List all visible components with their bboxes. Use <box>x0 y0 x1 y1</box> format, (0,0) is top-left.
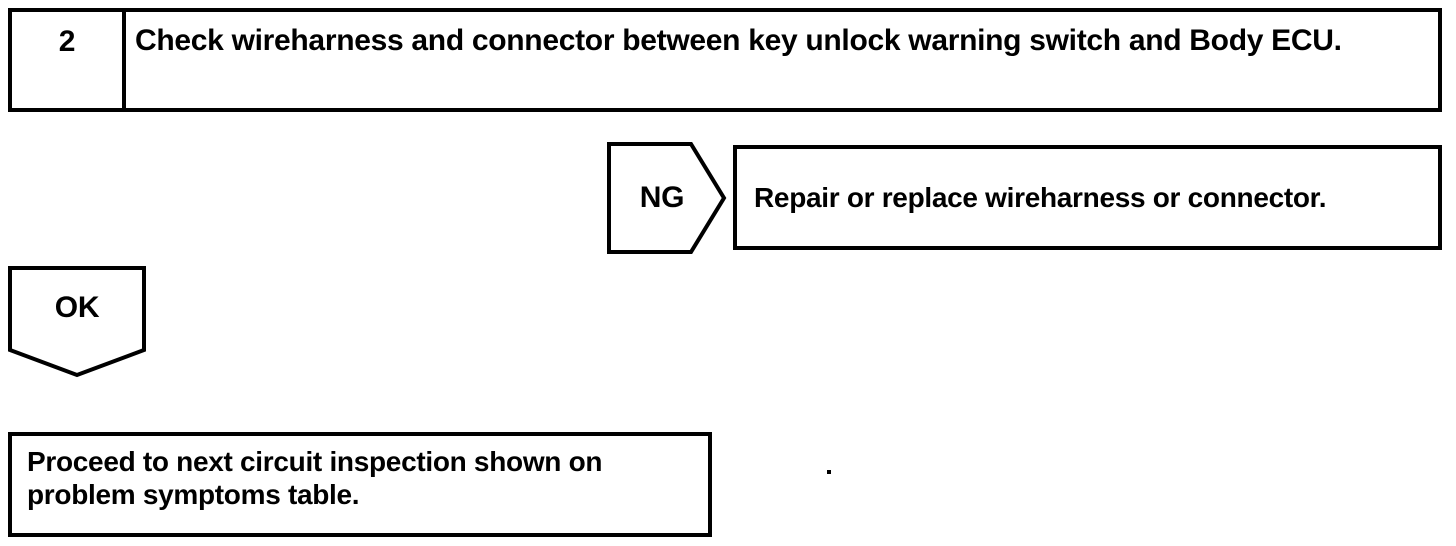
step-instruction: Check wireharness and connector between … <box>126 12 1438 108</box>
ng-label: NG <box>639 181 685 214</box>
step-instruction-text: Check wireharness and connector between … <box>135 24 1342 57</box>
ok-connector: OK <box>8 266 146 378</box>
ok-pointer-shape <box>8 266 146 378</box>
step-box: 2 Check wireharness and connector betwee… <box>8 8 1442 112</box>
ng-result-box: Repair or replace wireharness or connect… <box>733 145 1442 250</box>
ng-connector: NG <box>607 142 727 254</box>
ok-result-box: Proceed to next circuit inspection shown… <box>8 432 712 537</box>
scan-artifact-dot <box>827 470 831 474</box>
ng-result-text: Repair or replace wireharness or connect… <box>754 181 1327 213</box>
ok-label: OK <box>54 291 100 324</box>
ok-result-text: Proceed to next circuit inspection shown… <box>27 446 603 510</box>
step-number: 2 <box>12 12 126 108</box>
ng-pointer-shape <box>607 142 727 254</box>
